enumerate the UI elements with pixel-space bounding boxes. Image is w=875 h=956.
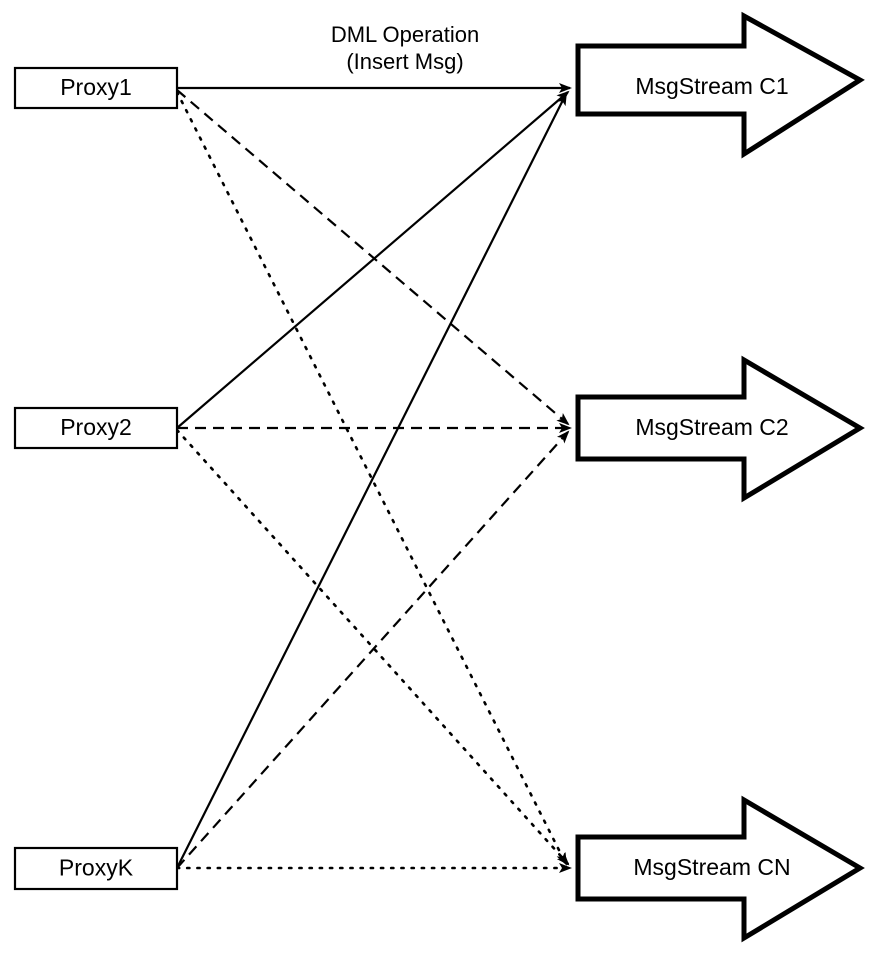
edge-proxyK-c2 [176,430,570,869]
msgstream-arrow-c2[interactable] [575,355,865,503]
msgstream-label-cn: MsgStream CN [633,854,790,880]
proxy-label-proxy1: Proxy1 [60,74,132,100]
proxy-box-proxyK[interactable] [13,846,179,891]
dml-operation-line1: DML Operation [331,22,479,47]
proxy-box-proxy2[interactable] [13,406,179,450]
edge-proxyK-c1 [176,92,567,869]
edge-proxy1-cn [175,90,568,866]
edge-proxy1-c2 [176,89,570,426]
proxy-node-proxyK[interactable]: ProxyK [13,846,179,891]
msgstream-node-c1[interactable]: MsgStream C1 [575,11,865,159]
proxy-node-proxy2[interactable]: Proxy2 [13,406,179,450]
edge-proxy2-cn [175,428,570,866]
proxy-label-proxy2: Proxy2 [60,414,132,440]
edges-layer [175,83,572,873]
msgstream-label-c1: MsgStream C1 [635,73,788,99]
dml-operation-line2: (Insert Msg) [346,49,463,74]
streams-layer: MsgStream C1 MsgStream C2 MsgStream CN [575,11,865,943]
dml-operation-label: DML Operation (Insert Msg) [331,22,479,74]
edge-proxy2-c1 [176,90,570,429]
msgstream-arrow-cn[interactable] [575,795,865,943]
proxy-node-proxy1[interactable]: Proxy1 [13,66,179,110]
msgstream-arrow-c1[interactable] [575,11,865,159]
msgstream-node-c2[interactable]: MsgStream C2 [575,355,865,503]
proxy-label-proxyK: ProxyK [59,855,134,881]
msgstream-node-cn[interactable]: MsgStream CN [575,795,865,943]
msgstream-label-c2: MsgStream C2 [635,414,788,440]
proxy-box-proxy1[interactable] [13,66,179,110]
